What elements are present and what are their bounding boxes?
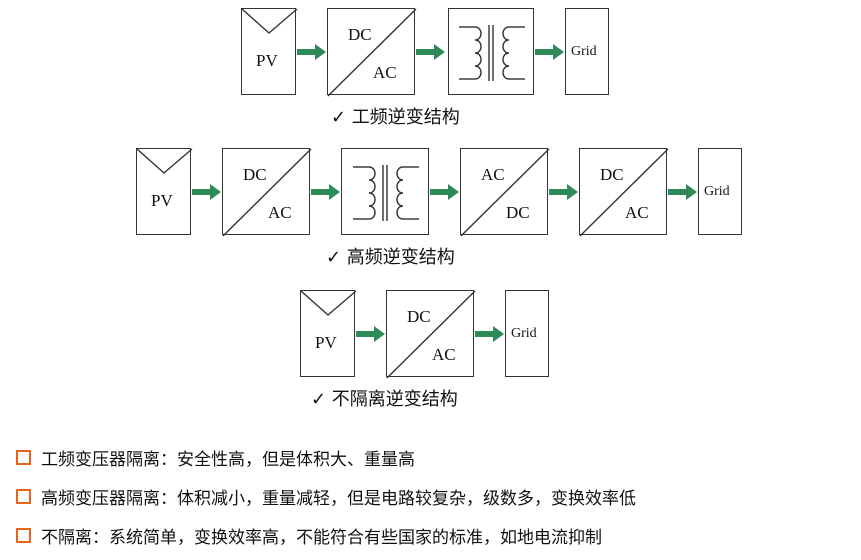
caption-high-frequency: ✓ 高频逆变结构 bbox=[326, 247, 455, 268]
transformer-block bbox=[341, 148, 429, 235]
ac-label: AC bbox=[268, 203, 292, 222]
diagonal-line bbox=[386, 290, 476, 379]
ac-label: AC bbox=[432, 345, 456, 364]
transformer-icon bbox=[459, 25, 525, 81]
right-arrow-icon bbox=[311, 184, 340, 200]
dc-label: DC bbox=[243, 165, 267, 184]
right-arrow-icon bbox=[430, 184, 459, 200]
transformer-icon bbox=[353, 165, 419, 221]
right-arrow-icon bbox=[668, 184, 697, 200]
dc-label: DC bbox=[506, 203, 530, 222]
ac-dc-block: AC DC bbox=[460, 148, 550, 237]
pv-label: PV bbox=[315, 333, 337, 352]
dc-label: DC bbox=[407, 307, 431, 326]
caption-line-frequency: ✓ 工频逆变结构 bbox=[331, 107, 460, 128]
square-bullet-icon bbox=[16, 489, 31, 504]
pv-block: PV bbox=[136, 148, 193, 235]
diagonal-line bbox=[327, 8, 417, 97]
list-item: 高频变压器隔离：体积减小，重量减轻，但是电路较复杂，级数多，变换效率低 bbox=[16, 484, 636, 509]
grid-block: Grid bbox=[698, 148, 742, 235]
dc-ac-block: DC AC bbox=[579, 148, 669, 237]
dc-ac-block: DC AC bbox=[386, 290, 476, 379]
ac-label: AC bbox=[373, 63, 397, 82]
grid-block: Grid bbox=[565, 8, 609, 95]
right-arrow-icon bbox=[549, 184, 578, 200]
pv-panel-icon bbox=[241, 8, 298, 34]
pv-label: PV bbox=[151, 191, 173, 210]
list-item: 不隔离：系统简单，变换效率高，不能符合有些国家的标准，如地电流抑制 bbox=[16, 523, 602, 548]
ac-label: AC bbox=[481, 165, 505, 184]
pv-panel-icon bbox=[136, 148, 193, 174]
grid-label: Grid bbox=[704, 184, 730, 199]
dc-label: DC bbox=[348, 25, 372, 44]
transformer-block bbox=[448, 8, 534, 95]
grid-label: Grid bbox=[571, 44, 597, 59]
dc-ac-block: DC AC bbox=[222, 148, 312, 237]
right-arrow-icon bbox=[535, 44, 564, 60]
diagonal-line bbox=[222, 148, 312, 237]
right-arrow-icon bbox=[475, 326, 504, 342]
dc-label: DC bbox=[600, 165, 624, 184]
square-bullet-icon bbox=[16, 450, 31, 465]
list-item: 工频变压器隔离：安全性高，但是体积大、重量高 bbox=[16, 445, 415, 470]
list-item-text: 工频变压器隔离：安全性高，但是体积大、重量高 bbox=[41, 450, 415, 470]
right-arrow-icon bbox=[416, 44, 445, 60]
pv-block: PV bbox=[241, 8, 298, 95]
grid-label: Grid bbox=[511, 326, 537, 341]
list-item-text: 高频变压器隔离：体积减小，重量减轻，但是电路较复杂，级数多，变换效率低 bbox=[41, 489, 636, 509]
list-item-text: 不隔离：系统简单，变换效率高，不能符合有些国家的标准，如地电流抑制 bbox=[41, 528, 602, 548]
diagonal-line bbox=[579, 148, 669, 237]
pv-panel-icon bbox=[300, 290, 357, 316]
diagonal-line bbox=[460, 148, 550, 237]
right-arrow-icon bbox=[297, 44, 326, 60]
dc-ac-block: DC AC bbox=[327, 8, 417, 97]
right-arrow-icon bbox=[356, 326, 385, 342]
pv-block: PV bbox=[300, 290, 357, 377]
right-arrow-icon bbox=[192, 184, 221, 200]
pv-label: PV bbox=[256, 51, 278, 70]
ac-label: AC bbox=[625, 203, 649, 222]
caption-non-isolated: ✓ 不隔离逆变结构 bbox=[311, 389, 458, 410]
grid-block: Grid bbox=[505, 290, 549, 377]
square-bullet-icon bbox=[16, 528, 31, 543]
